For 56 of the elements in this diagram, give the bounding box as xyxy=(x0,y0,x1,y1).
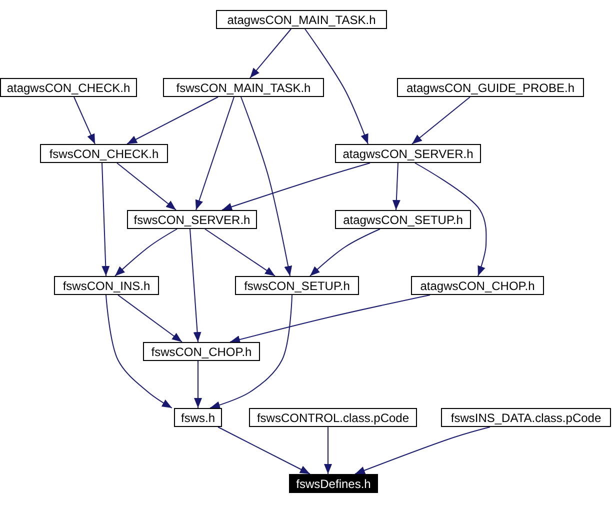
file-name: fswsINS_DATA.class.pCode xyxy=(450,410,602,424)
arrow xyxy=(195,96,234,210)
file-name: atagwsCON_CHOP.h xyxy=(420,278,535,292)
file-box xyxy=(335,210,471,229)
arrow xyxy=(412,96,470,144)
arrow xyxy=(310,228,380,276)
file-box xyxy=(54,276,159,295)
arrow xyxy=(218,426,310,474)
arrow xyxy=(324,426,332,474)
arrow xyxy=(74,96,96,144)
arrow xyxy=(250,28,292,78)
file-box xyxy=(40,144,168,163)
arrow xyxy=(114,228,178,276)
file-name: atagwsCON_GUIDE_PROBE.h xyxy=(406,80,575,94)
arrow xyxy=(354,426,490,474)
file-box xyxy=(411,276,544,295)
file-box xyxy=(289,474,378,493)
file-box xyxy=(0,78,137,97)
file-name: fswsCON_SETUP.h xyxy=(244,278,350,292)
arrow xyxy=(230,294,430,344)
arrow xyxy=(194,360,202,408)
file-name: fsws.h xyxy=(180,410,215,424)
file-name: atagwsCON_SETUP.h xyxy=(343,212,463,226)
file-name: fswsCON_CHECK.h xyxy=(49,146,159,160)
arrow xyxy=(126,96,218,144)
file-name: atagwsCON_MAIN_TASK.h xyxy=(227,12,376,26)
file-name: atagwsCON_SERVER.h xyxy=(342,146,474,160)
arrow xyxy=(210,294,292,409)
arrow xyxy=(414,162,487,276)
file-name: atagwsCON_CHECK.h xyxy=(6,80,130,94)
file-name: fswsCON_CHOP.h xyxy=(151,344,252,358)
file-box xyxy=(235,276,359,295)
arrow xyxy=(116,162,176,210)
arrow xyxy=(204,228,276,276)
arrow xyxy=(118,294,182,342)
file-box xyxy=(163,78,324,97)
file-name: fswsCON_SERVER.h xyxy=(134,212,250,226)
arrow xyxy=(304,28,368,144)
arrow xyxy=(222,162,370,211)
file-box xyxy=(216,10,387,29)
file-name: fswsCON_INS.h xyxy=(62,278,150,292)
file-box xyxy=(335,144,481,163)
file-box xyxy=(174,408,222,427)
file-box xyxy=(397,78,584,97)
arrow xyxy=(190,228,202,342)
file-name: fswsCON_MAIN_TASK.h xyxy=(176,80,311,94)
file-box xyxy=(441,408,611,427)
file-name: fswsCONTROL.class.pCode xyxy=(256,410,410,424)
file-name: fswsDefines.h xyxy=(296,476,371,490)
file-box xyxy=(249,408,417,427)
arrow xyxy=(102,162,110,276)
arrow xyxy=(240,96,292,276)
file-box xyxy=(127,210,257,229)
arrow xyxy=(392,162,400,210)
file-box xyxy=(143,342,260,361)
arrow xyxy=(106,294,172,408)
